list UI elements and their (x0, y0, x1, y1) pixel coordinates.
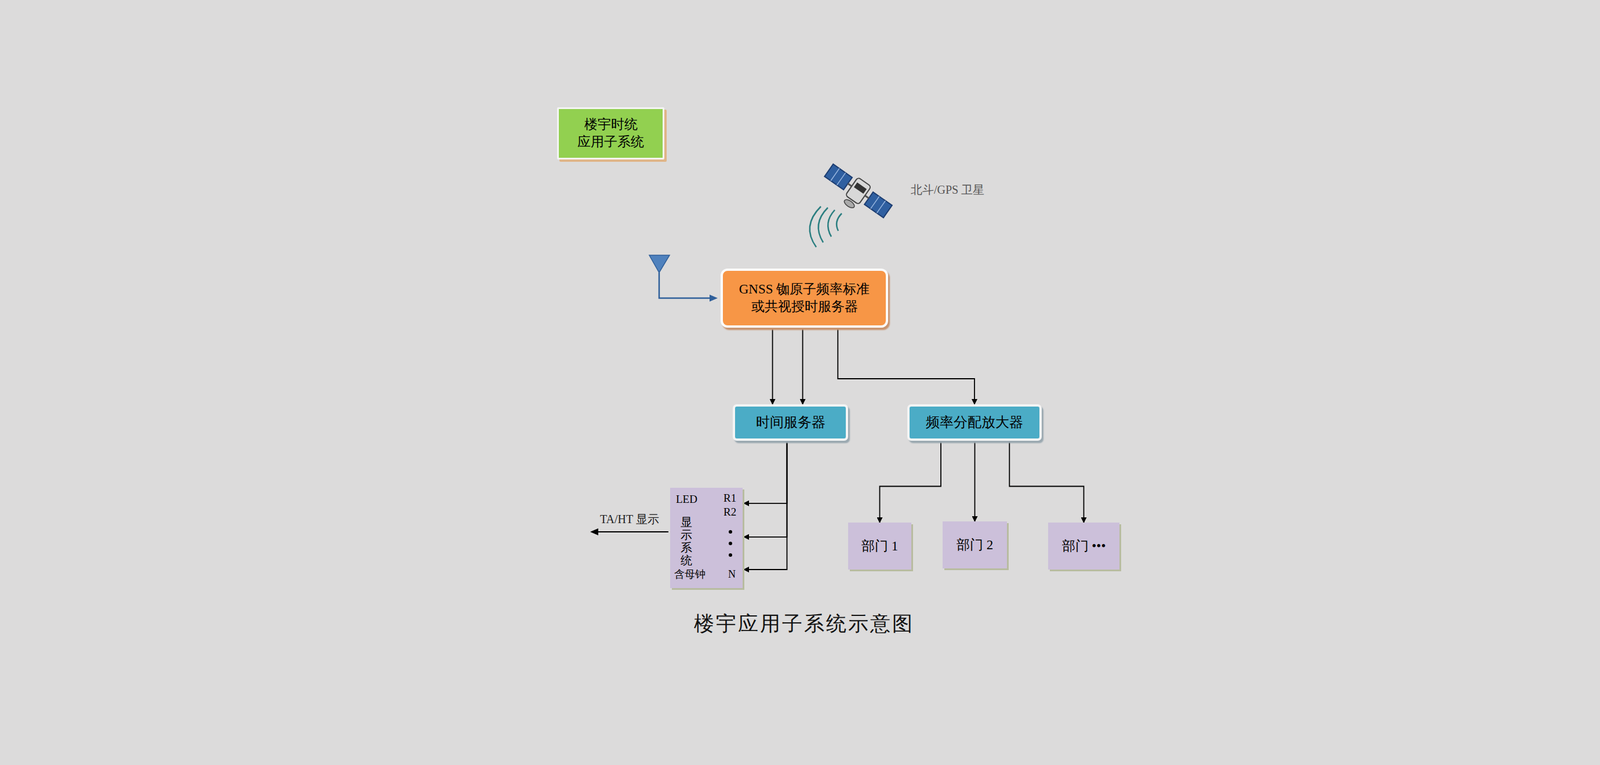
arrow-connector (880, 440, 942, 523)
arrow-connector (772, 327, 774, 405)
display-box: LED 显示系统 R1R2 含母钟 N (670, 487, 743, 588)
display-label: LED (675, 493, 698, 506)
department-box: 部门 ••• (1048, 522, 1120, 570)
server-box: GNSS 铷原子频率标准 或共视授时服务器 (720, 268, 889, 328)
row-label: R2 (723, 506, 737, 519)
box-text: 部门 ••• (1062, 537, 1107, 555)
display-label: 显示系统 (680, 515, 693, 567)
satellite-label: 北斗/GPS 卫星 (910, 182, 985, 198)
department-box: 部门 2 (942, 521, 1007, 569)
box-text: 部门 1 (861, 537, 898, 555)
arrow-connector (974, 440, 976, 522)
box-text: 楼宇时统 应用子系统 (564, 115, 657, 151)
row-label: N (728, 568, 736, 581)
process-box: 时间服务器 (732, 404, 849, 441)
arrow-connector (837, 327, 975, 405)
row-label: R1 (723, 492, 737, 505)
display-label: 含母钟 (674, 568, 706, 581)
title-box: 楼宇时统 应用子系统 (557, 107, 665, 160)
box-text: 部门 2 (956, 536, 994, 554)
ellipsis-dots (724, 525, 737, 561)
output-label: TA/HT 显示 (600, 511, 660, 527)
satellite-icon (809, 161, 895, 247)
department-box: 部门 1 (848, 522, 912, 570)
arrow-connector (743, 440, 788, 537)
box-text: GNSS 铷原子频率标准 或共视授时服务器 (728, 280, 880, 316)
arrow-connector (1009, 440, 1084, 523)
caption: 楼宇应用子系统示意图 (693, 609, 915, 638)
output-arrow (590, 528, 669, 536)
antenna-symbol (649, 255, 718, 302)
box-text: 时间服务器 (755, 413, 826, 432)
box-text: 频率分配放大器 (925, 413, 1024, 432)
arrow-connector (802, 327, 804, 405)
process-box: 频率分配放大器 (907, 404, 1042, 441)
arrow-connector (743, 440, 788, 570)
arrow-connector (743, 440, 788, 504)
